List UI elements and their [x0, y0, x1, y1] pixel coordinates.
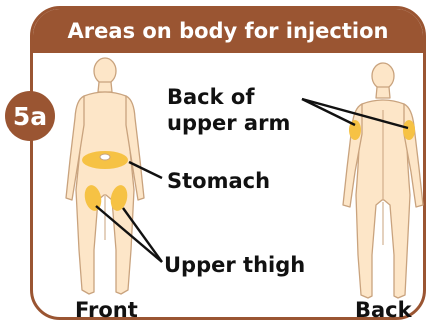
- back-label: Back: [355, 297, 412, 323]
- front-body-figure: [66, 58, 144, 294]
- back-upper-arm-label: Back of upper arm: [167, 84, 290, 136]
- stomach-label: Stomach: [167, 168, 270, 194]
- right-back-arm-injection-area: [403, 120, 415, 140]
- step-badge: 5a: [5, 91, 55, 141]
- back-body-figure: [343, 63, 423, 298]
- front-label: Front: [75, 297, 138, 323]
- navel: [100, 154, 110, 160]
- upper-thigh-label: Upper thigh: [164, 252, 305, 278]
